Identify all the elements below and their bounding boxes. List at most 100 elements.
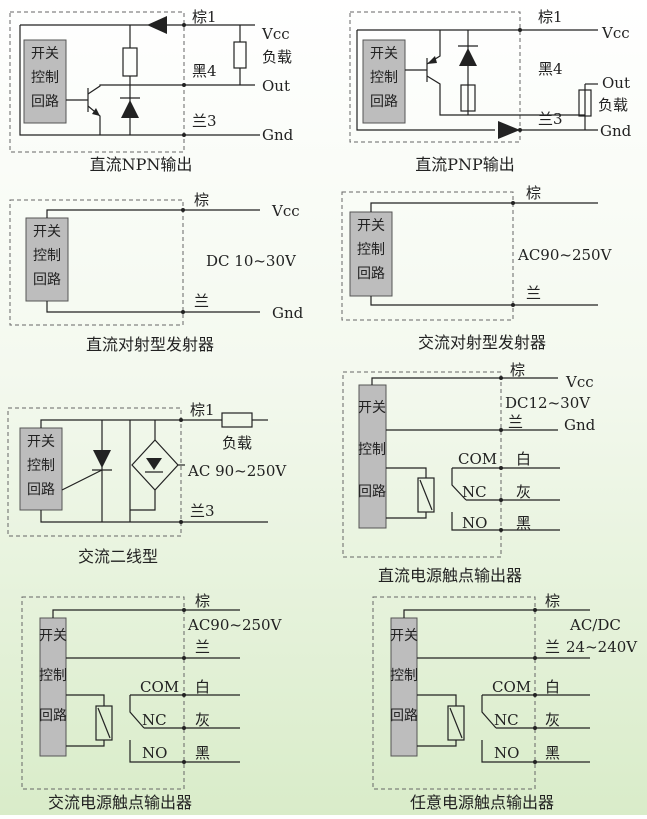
ac-2wire-block-label-3: 回路 [27,482,55,498]
ac-relay-nc-label: NC [142,711,167,729]
ac-relay-voltage: AC90~250V [187,616,283,634]
npn-caption: 直流NPN输出 [90,155,193,174]
ac-relay-brown-label: 棕 [195,592,210,610]
dc-emitter-vcc-wire [46,209,260,218]
diagram-ac-emitter: 开关 控制 回路 棕 兰 AC90~250V 交流对射型发射器 [341,184,613,352]
dc-emitter-caption: 直流对射型发射器 [86,335,214,354]
npn-resistor-icon [122,47,138,77]
npn-blue-label: 兰3 [192,112,217,130]
ac-emitter-block-label-2: 控制 [357,242,385,258]
any-relay-gray-label: 灰 [545,711,560,729]
ac-relay-switch-icon [129,695,145,729]
ac-relay-control-block [39,617,67,757]
dc-relay-gnd-label: Gnd [564,416,596,434]
pnp-gnd-label: Gnd [600,122,632,140]
ac-relay-block-label-1: 开关 [39,628,67,644]
ac-emitter-l-wire [370,202,598,212]
dc-relay-control-block [358,384,387,529]
ac-emitter-block-label-3: 回路 [357,266,385,282]
pnp-block-label-2: 控制 [370,70,398,86]
pnp-block-label-3: 回路 [370,94,398,110]
pnp-black-label: 黑4 [538,60,563,78]
any-relay-white-label: 白 [545,678,560,696]
pnp-block-label-1: 开关 [370,46,398,62]
npn-gnd-label: Gnd [262,126,294,144]
npn-load-label: 负载 [262,48,292,66]
any-relay-black-label: 黑 [545,744,560,762]
ac-relay-gray-label: 灰 [195,711,210,729]
dc-relay-caption: 直流电源触点输出器 [378,566,522,585]
any-relay-com-label: COM [492,678,531,696]
pnp-brown-label: 棕1 [538,8,563,26]
any-relay-brown-label: 棕 [545,592,560,610]
pnp-out-label: Out [602,74,630,92]
ac-emitter-housing [341,191,514,321]
ac-2wire-voltage: AC 90~250V [187,462,287,480]
dc-emitter-voltage: DC 10~30V [206,252,297,270]
pnp-gnd-diode-icon [498,121,520,139]
dc-relay-vcc-label: Vcc [565,373,594,391]
ac-2wire-blue-label: 兰3 [190,502,215,520]
ac-relay-blue-label: 兰 [195,638,210,656]
any-relay-voltage: 24~240V [566,638,638,656]
dc-relay-no-wire [451,512,560,531]
dc-emitter-vcc-label: Vcc [271,202,300,220]
ac-2wire-caption: 交流二线型 [78,547,158,566]
dc-emitter-housing [9,199,184,326]
pnp-load-label: 负载 [598,96,628,114]
ac-relay-com-label: COM [140,678,179,696]
pnp-vcc-label: Vcc [601,24,630,42]
dc-emitter-gnd-wire [46,301,260,313]
npn-block-label-2: 控制 [31,70,59,86]
pnp-control-block [362,39,406,124]
dc-emitter-blue-label: 兰 [194,292,209,310]
npn-brown-label: 棕1 [192,8,217,26]
pnp-sensor-housing [349,11,521,143]
npn-sensor-housing [9,11,185,153]
dc-relay-block-label-2: 控制 [358,442,386,458]
dc-emitter-brown-label: 棕 [194,191,209,209]
ac-2wire-load-label: 负载 [222,434,252,452]
dc-relay-switch-icon [451,468,467,501]
any-relay-caption: 任意电源触点输出器 [410,793,554,812]
npn-black-label: 黑4 [192,62,217,80]
dc-relay-white-label: 白 [516,450,531,468]
dc-relay-blue-label: 兰 [508,413,523,431]
ac-2wire-control-block [19,427,63,511]
any-relay-no-wire [481,740,590,763]
ac-emitter-block-label-1: 开关 [357,218,385,234]
ac-2wire-load-icon [221,412,253,428]
ac-relay-caption: 交流电源触点输出器 [48,793,192,812]
ac-relay-black-label: 黑 [195,744,210,762]
dc-relay-no-label: NO [462,514,487,532]
ac-2wire-block-label-1: 开关 [27,434,55,450]
dc-emitter-block-label-1: 开关 [33,224,61,240]
dc-relay-brown-label: 棕 [510,361,525,379]
dc-emitter-gnd-label: Gnd [272,304,304,322]
any-relay-block-label-3: 回路 [390,708,418,724]
ac-emitter-control-block [349,211,393,297]
dc-relay-housing [342,371,502,558]
dc-relay-block-label-1: 开关 [358,400,386,416]
dc-relay-com-label: COM [458,450,497,468]
diagram-dc-emitter: 开关 控制 回路 棕 兰 Vcc Gnd DC 10~30V 直流对射型发射器 [9,191,304,354]
npn-vcc-diode-icon [147,16,167,34]
npn-out-label: Out [262,77,290,95]
npn-gnd-rail [19,25,184,136]
npn-load-icon [233,41,247,69]
ac-emitter-n-wire [370,296,598,306]
dc-relay-block-label-3: 回路 [358,484,386,500]
any-relay-housing [372,596,536,790]
pnp-zener-icon [459,48,477,66]
pnp-out-wire [540,84,586,116]
ac-relay-no-wire [129,740,240,763]
pnp-caption: 直流PNP输出 [415,155,515,174]
any-relay-block-label-1: 开关 [390,628,418,644]
pnp-blue-label: 兰3 [538,110,563,128]
ac-emitter-blue-label: 兰 [526,284,541,302]
pnp-resistor-icon [460,84,476,112]
diagram-ac-2wire: 开关 控制 回路 棕1 负载 AC 90~250V 兰3 交流二线型 [7,401,287,566]
dc-relay-nc-label: NC [462,483,487,501]
any-relay-nc-label: NC [494,711,519,729]
